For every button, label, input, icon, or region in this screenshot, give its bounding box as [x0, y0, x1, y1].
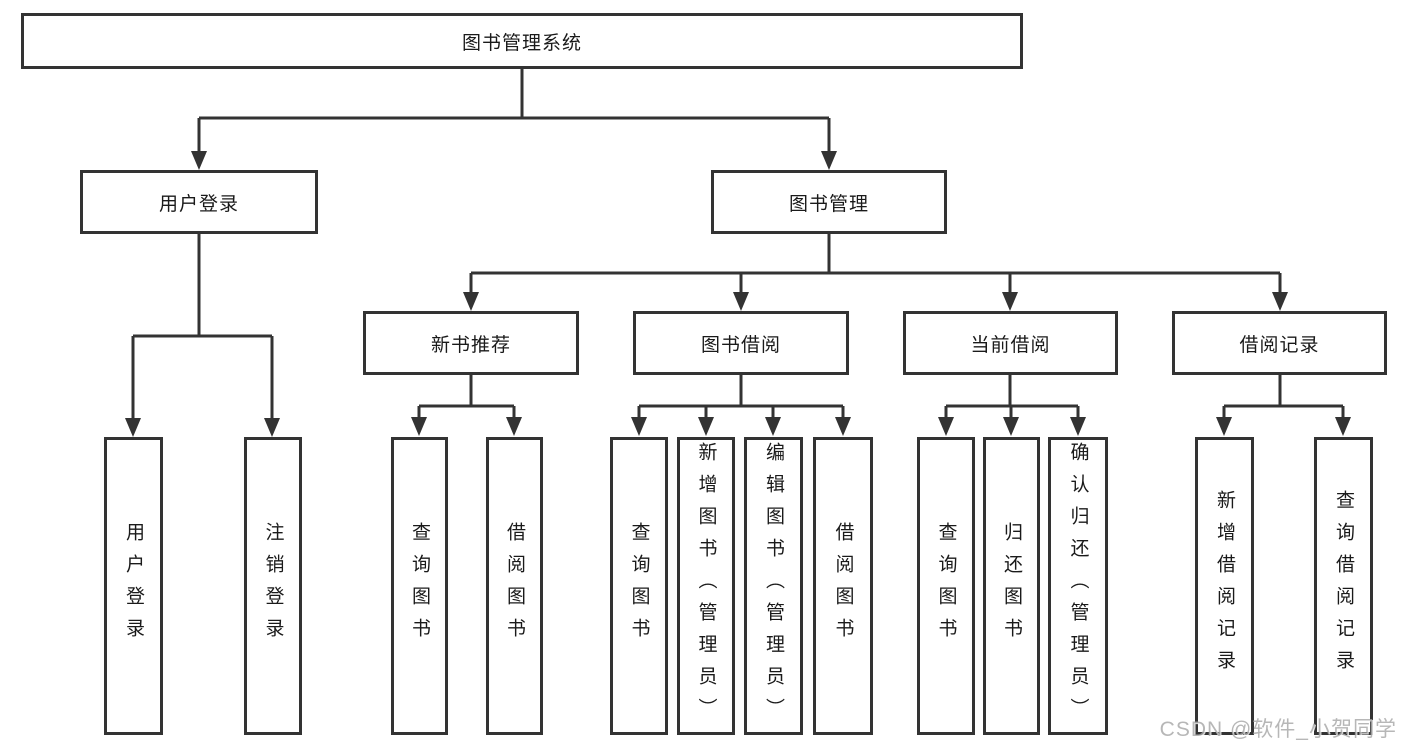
leaf-query-books-2: 查询图书	[610, 437, 668, 735]
node-borrowing-records: 借阅记录	[1172, 311, 1387, 375]
leaf-label: 归还图书	[1001, 522, 1022, 650]
leaf-label: 编辑图书（管理员）	[763, 442, 784, 730]
arrowheads	[125, 151, 1351, 437]
node-label: 图书管理	[788, 193, 869, 215]
node-user-login: 用户登录	[80, 170, 318, 234]
leaf-return-books: 归还图书	[983, 437, 1040, 735]
leaf-label: 借阅图书	[504, 522, 525, 650]
leaf-label: 借阅图书	[832, 522, 854, 650]
leaf-label: 确认归还（管理员）	[1067, 442, 1089, 730]
leaf-query-books-1: 查询图书	[391, 437, 448, 735]
node-label: 借阅记录	[1239, 334, 1320, 356]
leaf-label: 用户登录	[123, 522, 144, 650]
leaf-label: 查询图书	[409, 522, 430, 650]
node-label: 图书管理系统	[461, 32, 582, 54]
node-current-borrowing: 当前借阅	[903, 311, 1118, 375]
leaf-label: 新增图书（管理员）	[695, 442, 717, 730]
node-label: 图书借阅	[700, 334, 781, 356]
leaf-query-books-3: 查询图书	[917, 437, 975, 735]
node-label: 新书推荐	[430, 334, 511, 356]
csdn-watermark: CSDN @软件_小贺同学	[1159, 718, 1397, 741]
node-label: 当前借阅	[970, 334, 1051, 356]
node-new-book-recommend: 新书推荐	[363, 311, 579, 375]
leaf-label: 注销登录	[262, 522, 284, 650]
leaf-borrow-books-1: 借阅图书	[486, 437, 543, 735]
leaf-borrow-books-2: 借阅图书	[813, 437, 873, 735]
node-library-management-system: 图书管理系统	[21, 13, 1023, 69]
leaf-edit-books-admin: 编辑图书（管理员）	[744, 437, 803, 735]
leaf-user-login: 用户登录	[104, 437, 163, 735]
leaf-add-books-admin: 新增图书（管理员）	[677, 437, 735, 735]
leaf-logout: 注销登录	[244, 437, 302, 735]
leaf-label: 查询借阅记录	[1333, 490, 1354, 682]
leaf-add-borrow-record: 新增借阅记录	[1195, 437, 1254, 735]
node-label: 用户登录	[158, 193, 239, 215]
leaf-confirm-return-admin: 确认归还（管理员）	[1048, 437, 1108, 735]
leaf-query-borrow-record: 查询借阅记录	[1314, 437, 1373, 735]
node-book-borrowing: 图书借阅	[633, 311, 849, 375]
leaf-label: 查询图书	[628, 522, 650, 650]
leaf-label: 查询图书	[935, 522, 957, 650]
leaf-label: 新增借阅记录	[1214, 490, 1235, 682]
node-book-management: 图书管理	[711, 170, 947, 234]
